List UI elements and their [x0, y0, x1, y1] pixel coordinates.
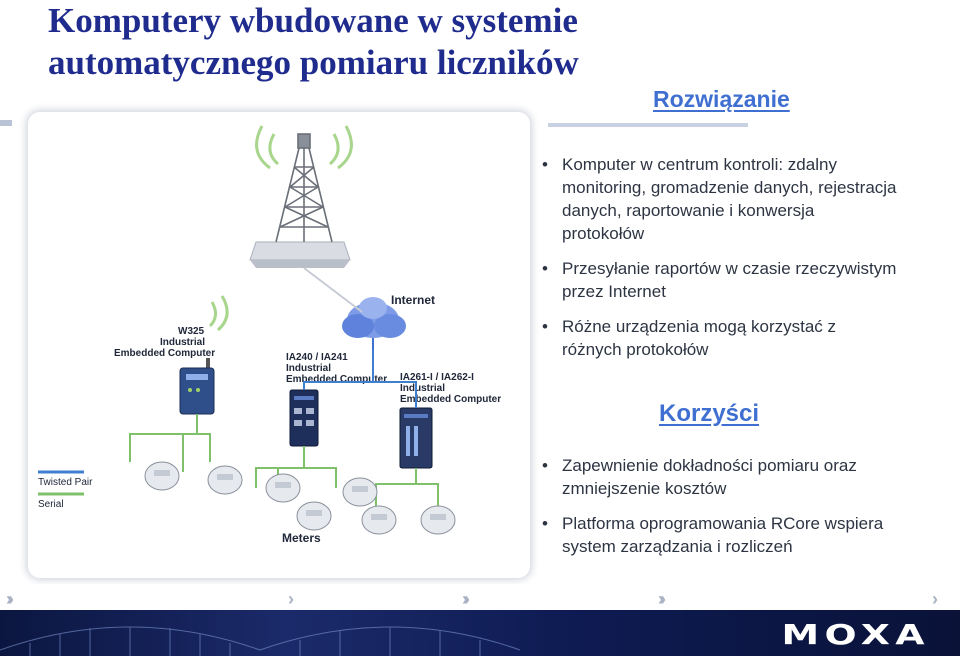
list-item: Przesyłanie raportów w czasie rzeczywist… — [538, 257, 898, 303]
diagram-legend: Twisted Pair Serial — [38, 470, 93, 510]
meter-icon — [144, 461, 180, 491]
title-line-2: automatycznego pomiaru liczników — [48, 43, 579, 82]
svg-text:W325: W325 — [178, 326, 205, 337]
decorative-line — [548, 123, 748, 127]
benefits-heading: Korzyści — [659, 400, 760, 427]
solution-list: Komputer w centrum kontroli: zdalny moni… — [538, 153, 898, 373]
tower-base — [249, 241, 351, 268]
meter-icon — [420, 505, 456, 535]
w325-device-icon — [179, 358, 215, 415]
network-diagram-svg: Internet W325 Industrial Embedded Comput… — [38, 125, 501, 545]
slide-title: Komputery wbudowane w systemie automatyc… — [48, 0, 579, 84]
list-item: Komputer w centrum kontroli: zdalny moni… — [538, 153, 898, 245]
moxa-logo: MOXA — [781, 618, 930, 651]
list-item: Platforma oprogramowania RCore wspiera s… — [538, 512, 938, 558]
chevron-right-icon: ›› — [658, 589, 666, 609]
svg-text:Embedded Computer: Embedded Computer — [400, 394, 501, 405]
chevron-right-icon: ›› — [6, 589, 14, 609]
list-item: Zapewnienie dokładności pomiaru oraz zmn… — [538, 454, 938, 500]
solution-heading: Rozwiązanie — [653, 86, 790, 112]
svg-text:Industrial: Industrial — [160, 337, 205, 348]
radio-tower-icon — [275, 133, 333, 243]
svg-text:IA261-I / IA262-I: IA261-I / IA262-I — [400, 372, 474, 383]
wireless-signal-icon — [255, 125, 353, 170]
meter-icons — [144, 461, 456, 535]
svg-text:Industrial: Industrial — [286, 363, 331, 374]
w325-label: W325 Industrial Embedded Computer — [114, 326, 215, 359]
footer-bar: MOXA — [0, 610, 960, 656]
internet-label: Internet — [391, 293, 435, 307]
svg-text:IA240 / IA241: IA240 / IA241 — [286, 352, 348, 363]
network-diagram: Internet W325 Industrial Embedded Comput… — [28, 112, 530, 578]
meter-icon — [342, 477, 378, 507]
ia261-device-icon — [399, 407, 433, 469]
chevron-right-icon: › — [288, 589, 294, 609]
chevron-right-icon: ›› — [462, 589, 470, 609]
tower-cloud-link — [303, 267, 363, 313]
wireless-signal-icon-small — [208, 295, 229, 332]
meter-icon — [296, 501, 332, 531]
legend-label-twisted-pair: Twisted Pair — [38, 477, 93, 488]
meter-icon — [265, 473, 301, 503]
svg-text:Embedded Computer: Embedded Computer — [286, 374, 387, 385]
ia240-device-icon — [289, 389, 319, 447]
meter-icon — [207, 465, 243, 495]
decorative-bar — [0, 120, 12, 126]
meter-icon — [361, 505, 397, 535]
chevron-right-icon: › — [932, 589, 938, 609]
legend-label-serial: Serial — [38, 499, 64, 510]
ia240-label: IA240 / IA241 Industrial Embedded Comput… — [286, 352, 387, 385]
ia261-label: IA261-I / IA262-I Industrial Embedded Co… — [400, 372, 501, 405]
meters-label: Meters — [282, 531, 321, 545]
svg-text:Embedded Computer: Embedded Computer — [114, 348, 215, 359]
benefits-list: Zapewnienie dokładności pomiaru oraz zmn… — [538, 454, 938, 570]
twisted-pair-links — [303, 350, 417, 408]
bridge-decoration — [0, 626, 520, 656]
svg-text:Industrial: Industrial — [400, 383, 445, 394]
nav-strip — [0, 584, 960, 612]
list-item: Różne urządzenia mogą korzystać z różnyc… — [538, 315, 898, 361]
title-line-1: Komputery wbudowane w systemie — [48, 1, 578, 40]
